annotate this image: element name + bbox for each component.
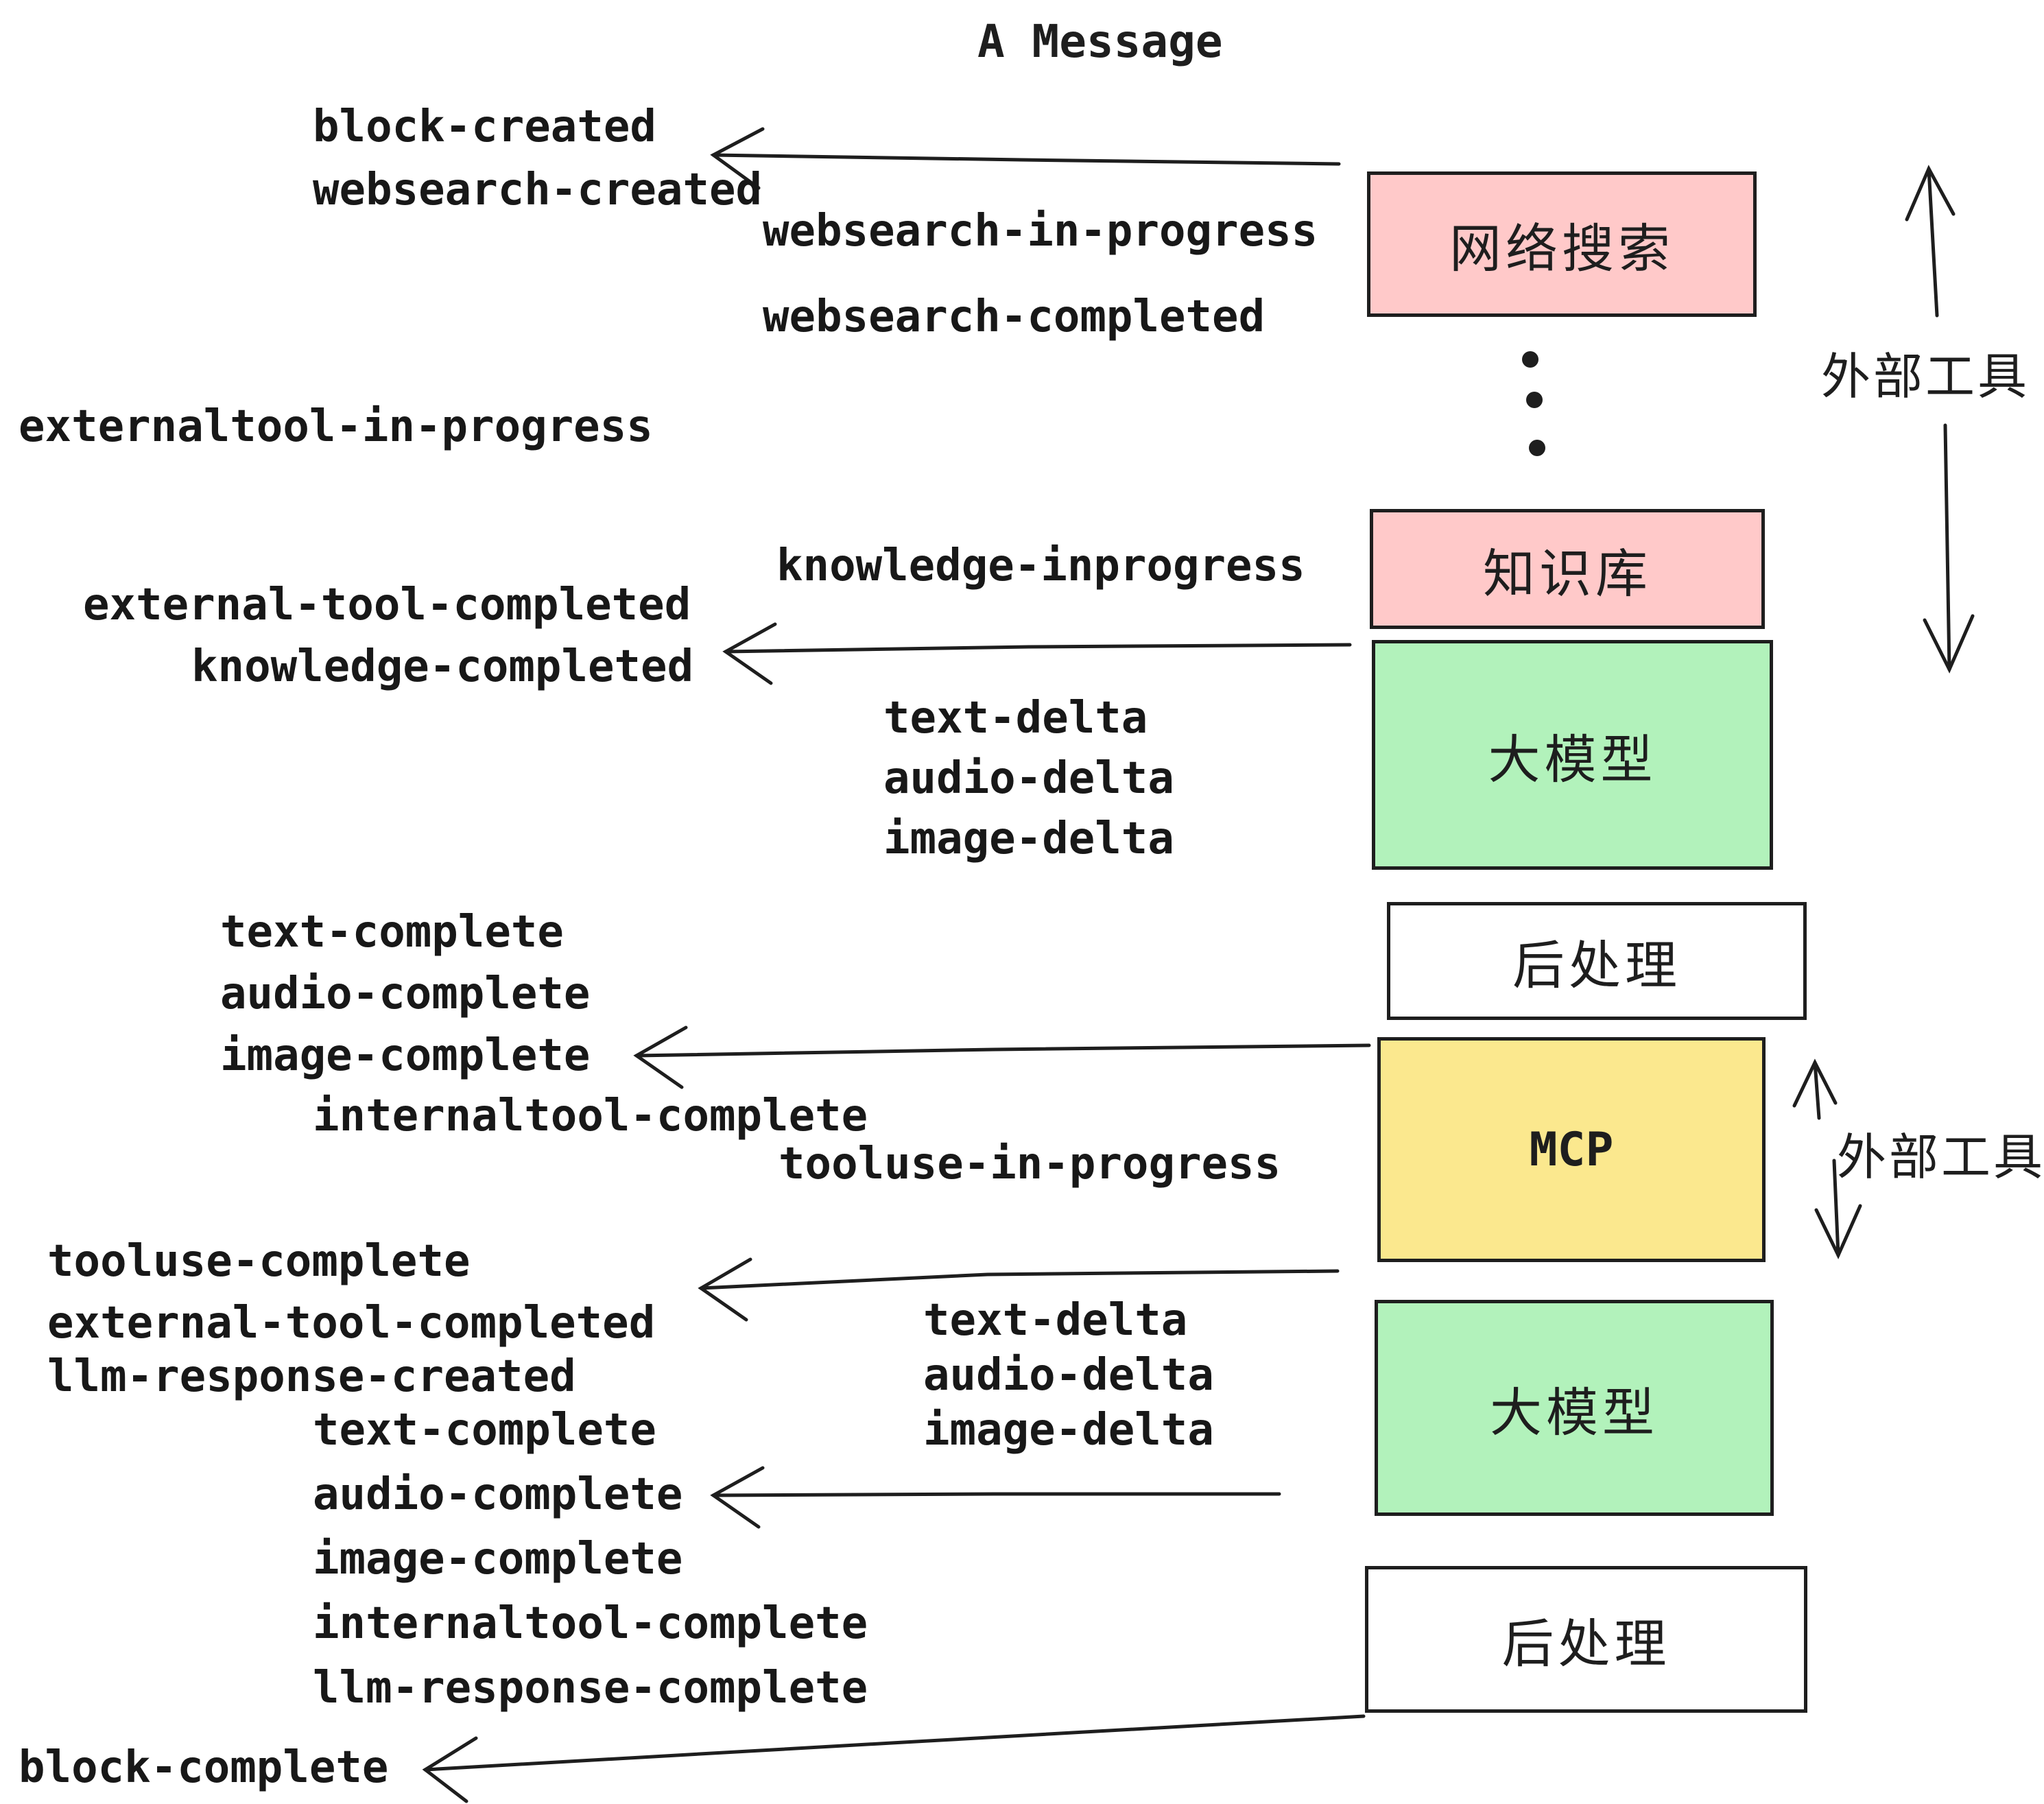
node-postprocess-1-label: 后处理 [1512,937,1681,995]
external-tool-up-arrow-mcp [1792,1058,1838,1120]
event-block-created: block-created [313,102,656,152]
node-postprocess-2-label: 后处理 [1501,1615,1671,1674]
external-tools-label-mcp: 外部工具 [1837,1130,2044,1185]
node-knowledge-base-label: 知识库 [1483,545,1652,604]
diagram-title: A Message [977,15,1223,68]
event-llm-response-complete: llm-response-complete [313,1663,868,1713]
event-tooluse-in-progress: tooluse-in-progress [779,1139,1281,1189]
event-internaltool-complete: internaltool-complete [313,1091,868,1141]
event-websearch-in-progress: websearch-in-progress [763,206,1318,257]
node-llm-2: 大模型 [1375,1300,1774,1516]
event-internaltool-complete-2: internaltool-complete [313,1598,868,1649]
event-knowledge-inprogress: knowledge-inprogress [776,541,1305,591]
event-websearch-completed: websearch-completed [763,292,1265,342]
event-image-delta: image-delta [883,814,1174,864]
node-llm-2-label: 大模型 [1490,1384,1659,1443]
event-knowledge-completed: knowledge-completed [191,641,694,692]
event-websearch-created: websearch-created [313,165,763,215]
event-llm-response-created: llm-response-created [47,1351,576,1402]
event-audio-delta-2: audio-delta [923,1350,1214,1401]
arrow-audio-complete-2 [710,1466,1281,1529]
node-websearch-label: 网络搜索 [1449,220,1674,278]
node-llm-1-label: 大模型 [1488,731,1657,790]
event-audio-complete: audio-complete [220,969,591,1019]
node-knowledge-base: 知识库 [1370,509,1765,629]
event-image-complete-2: image-complete [313,1534,683,1585]
arrow-websearch-created [710,127,1341,190]
external-tool-down-arrow-top [1923,423,1975,674]
arrow-image-complete [633,1025,1371,1089]
node-mcp-label: MCP [1529,1122,1614,1177]
event-external-tool-completed-2: external-tool-completed [47,1298,656,1349]
event-text-delta: text-delta [883,693,1148,744]
event-tooluse-complete: tooluse-complete [47,1236,471,1287]
external-tool-down-arrow-mcp [1814,1159,1862,1259]
node-llm-1: 大模型 [1372,640,1773,870]
external-tools-label-top: 外部工具 [1821,350,2030,405]
arrow-knowledge-completed [722,622,1352,685]
event-externaltool-in-progress: externaltool-in-progress [19,401,653,452]
node-postprocess-1: 后处理 [1387,902,1807,1020]
event-block-complete: block-complete [19,1742,389,1793]
event-text-complete: text-complete [220,907,564,958]
arrow-tooluse-complete [698,1257,1340,1322]
event-text-complete-2: text-complete [313,1405,656,1456]
node-postprocess-2: 后处理 [1365,1566,1807,1713]
event-image-delta-2: image-delta [923,1405,1214,1456]
node-mcp: MCP [1377,1037,1766,1262]
event-audio-delta: audio-delta [883,753,1174,804]
ellipsis-dots [1522,351,1545,456]
event-audio-complete-2: audio-complete [313,1469,683,1520]
event-image-complete: image-complete [220,1030,591,1081]
event-text-delta-2: text-delta [923,1295,1188,1346]
arrow-block-complete [422,1714,1366,1803]
node-websearch: 网络搜索 [1367,171,1757,317]
external-tool-up-arrow-top [1905,165,1956,318]
event-external-tool-completed: external-tool-completed [83,580,691,630]
